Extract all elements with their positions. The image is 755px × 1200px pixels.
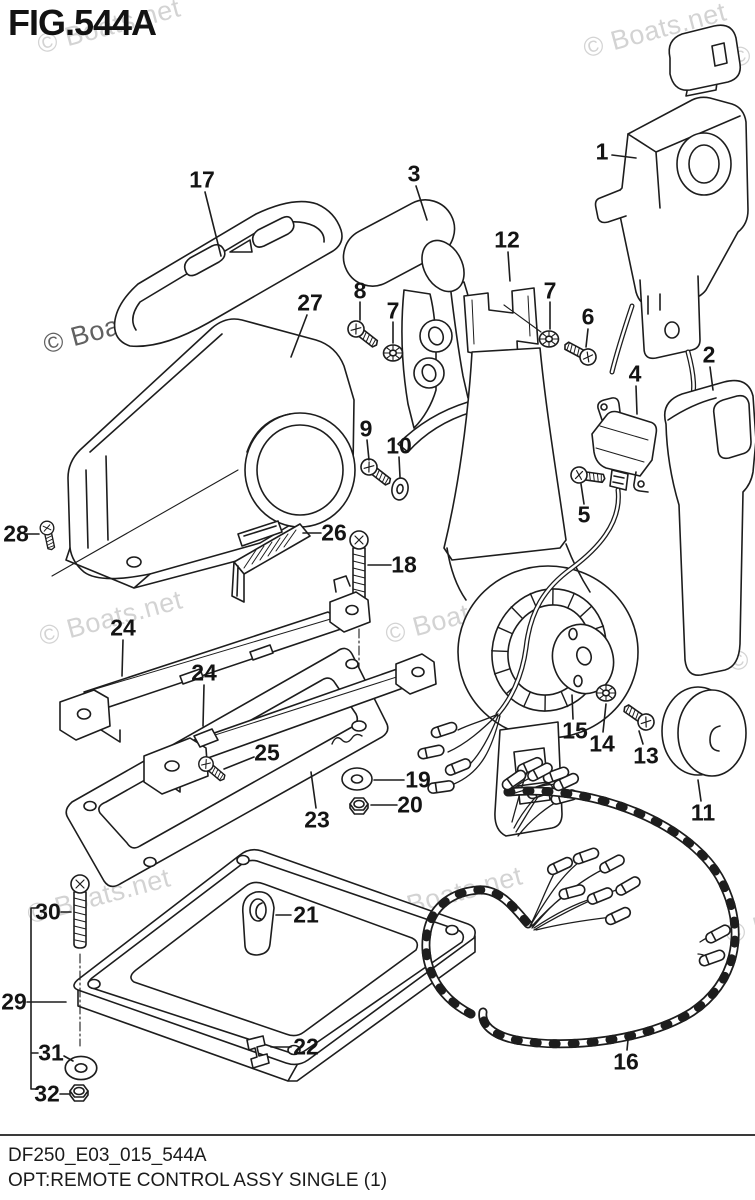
washer-7b: [538, 330, 560, 348]
washer-19: [341, 767, 373, 791]
part-22-clip: [246, 1035, 270, 1069]
screw-28: [38, 519, 59, 552]
nut-20: [349, 797, 369, 815]
part-11-knob-drum: [661, 686, 747, 777]
part-16-wiring-harness: [421, 760, 740, 1049]
part-21-pin: [241, 891, 275, 956]
screw-13: [619, 699, 658, 734]
part-12-shift-lever: [443, 287, 639, 837]
screw-5: [569, 465, 607, 488]
part-29-spacer-tray: [73, 848, 476, 1082]
group-bracket: [30, 907, 39, 1090]
part-2-grip-handle: [663, 379, 755, 677]
fasteners-bottom: [64, 874, 270, 1102]
figure-title: FIG.544A: [8, 2, 157, 43]
screw-30: [70, 874, 90, 949]
part-17-upper-cover: [113, 200, 343, 348]
footer-caption: OPT:REMOTE CONTROL ASSY SINGLE (1): [8, 1170, 388, 1191]
part-1-remote-control-assembly: [594, 24, 749, 411]
nut-32: [69, 1084, 89, 1102]
diagram-art: [25, 24, 755, 1102]
washer-14: [595, 684, 617, 702]
part-4-switch: [416, 397, 658, 795]
part-24-rail-upper: [59, 575, 371, 743]
part-24-rail-lower: [143, 653, 437, 795]
footer-code: DF250_E03_015_544A: [8, 1145, 207, 1166]
part-26-clip-plate: [231, 523, 311, 603]
washer-10: [391, 477, 409, 501]
part-27-housing-cover: [51, 318, 356, 589]
washer-7a: [382, 344, 404, 362]
part-15-disc-plate: [551, 623, 615, 695]
footer: DF250_E03_015_544A OPT:REMOTE CONTROL AS…: [0, 1134, 755, 1192]
screw-9: [356, 454, 396, 491]
screw-8: [343, 316, 383, 353]
fasteners-mid: [341, 767, 373, 815]
leader-lines: [25, 154, 714, 1095]
screw-6: [560, 336, 600, 369]
